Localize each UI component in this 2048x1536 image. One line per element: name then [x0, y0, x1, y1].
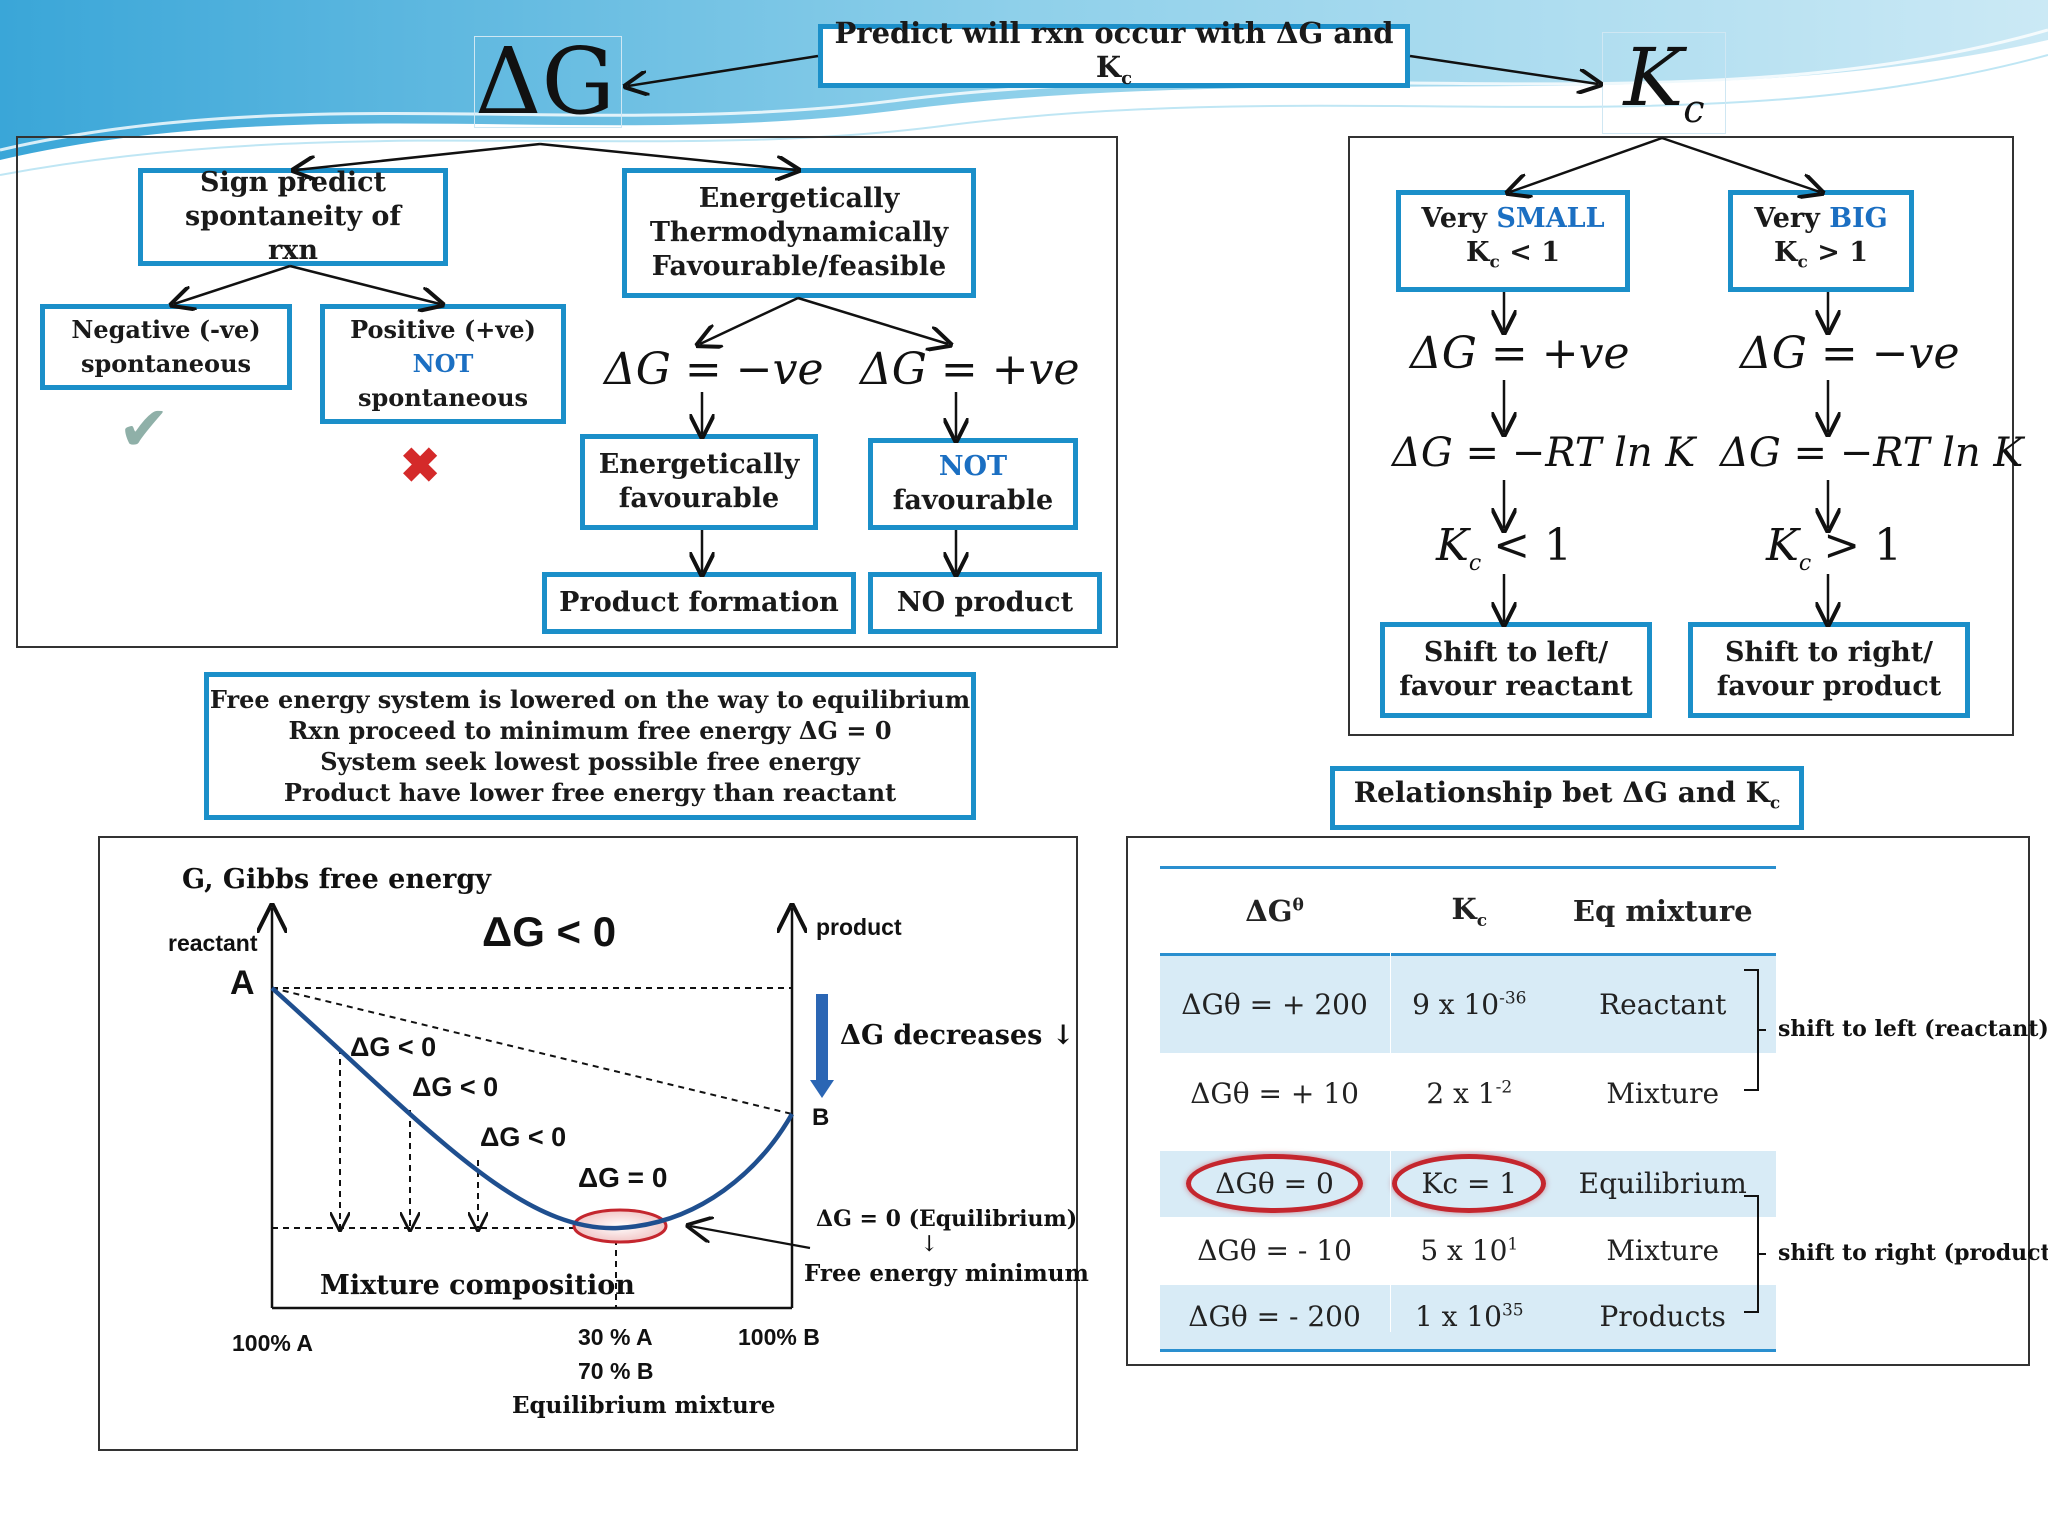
no-product-box: NO product	[868, 572, 1102, 634]
graph-ylabel: G, Gibbs free energy	[182, 864, 491, 895]
shift-right-note: shift to right (product)	[1778, 1240, 2048, 1266]
very-small-box: Very SMALL Kc < 1	[1396, 190, 1630, 292]
big-kc: Kc	[1602, 32, 1726, 134]
header-title: Predict will rxn occur with ΔG and Kc	[818, 16, 1410, 89]
graph-frame	[98, 836, 1078, 1451]
arrow-sign-to-pos	[289, 264, 440, 304]
arrow-title-to-dg	[628, 54, 819, 86]
arrow-top-to-sign	[296, 142, 541, 170]
table-row: ΔGθ = + 10 2 x 1-2 Mixture	[1190, 1077, 1720, 1110]
graph-dg-lt-3: ΔG < 0	[480, 1122, 567, 1152]
sign-predict-box: Sign predict spontaneity of rxn	[138, 167, 448, 266]
graph-tick-100a: 100% A	[232, 1330, 313, 1356]
shift-right-box: Shift to right/favour product	[1688, 622, 1970, 718]
table-col-divider	[1390, 952, 1391, 1332]
circle-dg-zero: ΔGθ = 0	[1186, 1154, 1363, 1213]
graph-mixture: Mixture composition	[320, 1270, 635, 1301]
relationship-table: ΔGθ Kc Eq mixture ΔGθ = + 200 9 x 10-36 …	[1160, 866, 1776, 1352]
header-mix: Eq mixture	[1549, 866, 1776, 956]
cross-icon: ✖	[400, 438, 441, 494]
table-row: ΔGθ = 0 Kc = 1 Equilibrium	[1160, 1150, 1776, 1217]
graph-min-note: Free energy minimum	[804, 1260, 1089, 1287]
shift-left-note: shift to left (reactant)	[1778, 1016, 2048, 1042]
header-kc: Kc	[1389, 866, 1550, 956]
table-row: ΔGθ = - 200 1 x 1035 Products	[1160, 1284, 1776, 1351]
gibbs-curve	[270, 986, 794, 1231]
relationship-title: Relationship bet ΔG and Kc	[1330, 766, 1804, 830]
arrow-title-to-kc	[1409, 54, 1598, 84]
check-icon: ✔	[118, 392, 170, 465]
arrow-energy-to-neg	[700, 296, 799, 344]
eq-dg-neg: ΔG = −ve	[604, 344, 824, 395]
graph-dg-zero: ΔG = 0	[578, 1162, 668, 1193]
right-dg-neg: ΔG = −ve	[1740, 328, 1960, 379]
big-delta-g: ΔG	[474, 36, 622, 128]
graph-tick-100b: 100% B	[738, 1324, 820, 1350]
graph-tick-30a: 30 % A	[578, 1324, 653, 1350]
right-kc-lt: Kc< 1	[1436, 520, 1573, 576]
graph-point-b: B	[812, 1104, 830, 1131]
graph-product: product	[816, 914, 902, 940]
arrow-kc-to-small	[1510, 136, 1663, 192]
right-dg-pos: ΔG = +ve	[1410, 328, 1630, 379]
right-rt-left: ΔG = −RT ln K	[1392, 430, 1696, 476]
table-row: ΔGθ = + 200 9 x 10-36 Reactant	[1160, 954, 1776, 1053]
graph-reactant: reactant	[168, 930, 258, 956]
table-row: ΔGθ = - 10 5 x 101 Mixture	[1197, 1234, 1720, 1267]
arrow-energy-to-pos	[797, 296, 948, 344]
shift-left-box: Shift to left/favour reactant	[1380, 622, 1652, 718]
graph-eq-down: ↓	[920, 1232, 939, 1257]
right-rt-right: ΔG = −RT ln K	[1720, 430, 2024, 476]
arrow-kc-to-big	[1661, 136, 1820, 192]
circle-kc-one: Kc = 1	[1392, 1154, 1547, 1213]
header-dg: ΔGθ	[1160, 866, 1390, 956]
arrow-sign-to-neg	[174, 264, 291, 304]
eq-dg-pos: ΔG = +ve	[860, 344, 1080, 395]
graph-dg-lt-2: ΔG < 0	[412, 1072, 499, 1102]
table-frame	[1126, 836, 2030, 1366]
graph-decreases: ΔG decreases ↓	[840, 1020, 1075, 1051]
graph-title: ΔG < 0	[482, 908, 617, 955]
arrow-top-to-energy	[539, 142, 796, 170]
right-panel-frame	[1348, 136, 2014, 736]
graph-point-a: A	[230, 964, 255, 1002]
left-panel-frame	[16, 136, 1118, 648]
graph-eq-mix: Equilibrium mixture	[512, 1392, 776, 1419]
energetically-box: Energetically Thermodynamically Favourab…	[622, 168, 976, 298]
graph-tick-70b: 70 % B	[578, 1358, 654, 1384]
graph-dg-lt-1: ΔG < 0	[350, 1032, 437, 1062]
graph-eq-note: ΔG = 0 (Equilibrium)	[816, 1206, 1078, 1232]
free-energy-note: Free energy system is lowered on the way…	[204, 672, 976, 820]
